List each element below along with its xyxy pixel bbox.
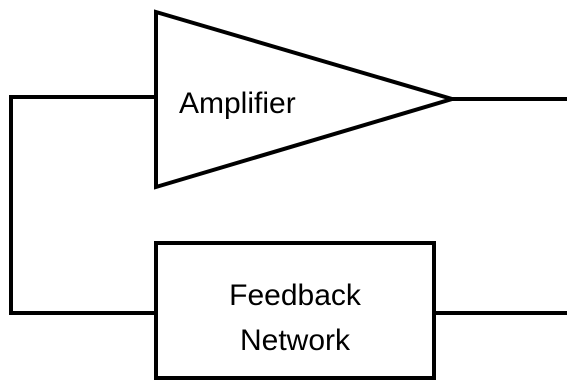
input-loop-wire [9,95,156,315]
amplifier-label: Amplifier [179,87,296,120]
feedback-network-box [154,241,436,380]
feedback-network-block: Feedback Network [154,241,436,380]
amplifier-triangle [154,9,460,190]
feedback-network-label-line1: Feedback [229,279,362,312]
amplifier-block: Amplifier [154,9,460,190]
feedback-network-label-line2: Network [240,324,351,357]
